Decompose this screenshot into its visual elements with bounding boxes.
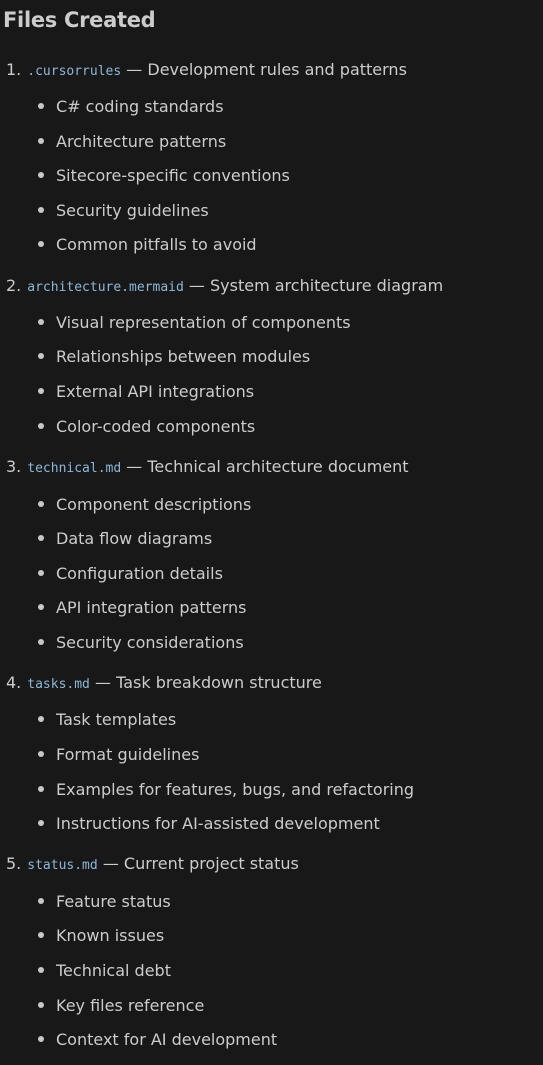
sub-list-item: Security guidelines <box>38 199 209 223</box>
bullet-icon <box>38 387 44 394</box>
sub-item-label: Format guidelines <box>56 745 200 764</box>
bullet-icon <box>38 318 44 325</box>
file-name: status.md <box>27 858 98 873</box>
item-header: 1. .cursorrules — Development rules and p… <box>6 58 407 82</box>
bullet-icon <box>38 785 44 792</box>
item-description: — System architecture diagram <box>188 276 444 295</box>
sub-item-label: Sitecore-specific conventions <box>56 166 290 185</box>
sub-item-label: Color-coded components <box>56 417 256 436</box>
bullet-icon <box>38 102 44 109</box>
sub-list-item: Known issues <box>38 924 164 948</box>
sub-item-label: Relationships between modules <box>56 347 311 366</box>
sub-item-label: Task templates <box>56 710 177 729</box>
bullet-icon <box>38 171 44 178</box>
sub-list-item: C# coding standards <box>38 95 224 119</box>
bullet-icon <box>38 966 44 973</box>
file-name: tasks.md <box>27 677 90 692</box>
sub-list-item: Feature status <box>38 890 171 914</box>
bullet-icon <box>38 500 44 507</box>
sub-item-label: Key files reference <box>56 996 205 1015</box>
sub-item-label: Context for AI development <box>56 1030 278 1049</box>
sub-list-item: Context for AI development <box>38 1028 277 1052</box>
sub-list-item: Task templates <box>38 708 176 732</box>
sub-item-label: Security guidelines <box>56 201 209 220</box>
item-number: 5. <box>6 854 22 873</box>
file-name: .cursorrules <box>27 64 122 79</box>
bullet-icon <box>38 897 44 904</box>
sub-list-item: Format guidelines <box>38 743 199 767</box>
sub-list-item: Configuration details <box>38 562 223 586</box>
bullet-icon <box>38 206 44 213</box>
sub-list-item: Color-coded components <box>38 415 255 439</box>
bullet-icon <box>38 1001 44 1008</box>
sub-item-label: Security considerations <box>56 633 244 652</box>
item-number: 2. <box>6 276 22 295</box>
sub-list-item: Examples for features, bugs, and refacto… <box>38 778 414 802</box>
sub-list-item: Relationships between modules <box>38 345 310 369</box>
sub-item-label: Known issues <box>56 926 165 945</box>
bullet-icon <box>38 638 44 645</box>
sub-item-label: Visual representation of components <box>56 313 351 332</box>
sub-list-item: Component descriptions <box>38 493 251 517</box>
sub-list-item: API integration patterns <box>38 596 247 620</box>
bullet-icon <box>38 352 44 359</box>
sub-item-label: API integration patterns <box>56 598 247 617</box>
bullet-icon <box>38 1035 44 1042</box>
bullet-icon <box>38 422 44 429</box>
sub-item-label: Configuration details <box>56 564 223 583</box>
item-number: 3. <box>6 457 22 476</box>
sub-item-label: Instructions for AI-assisted development <box>56 814 380 833</box>
bullet-icon <box>38 569 44 576</box>
bullet-icon <box>38 750 44 757</box>
item-description: — Technical architecture document <box>126 457 409 476</box>
sub-item-label: Architecture patterns <box>56 132 227 151</box>
page-title: Files Created <box>3 8 156 32</box>
sub-list-item: Architecture patterns <box>38 130 226 154</box>
bullet-icon <box>38 819 44 826</box>
bullet-icon <box>38 603 44 610</box>
bullet-icon <box>38 137 44 144</box>
sub-item-label: C# coding standards <box>56 97 224 116</box>
sub-item-label: Examples for features, bugs, and refacto… <box>56 780 415 799</box>
sub-item-label: Common pitfalls to avoid <box>56 235 257 254</box>
sub-item-label: Technical debt <box>56 961 171 980</box>
item-description: — Task breakdown structure <box>94 673 322 692</box>
sub-list-item: Technical debt <box>38 959 171 983</box>
bullet-icon <box>38 240 44 247</box>
sub-list-item: Data flow diagrams <box>38 527 212 551</box>
item-description: — Development rules and patterns <box>126 60 407 79</box>
sub-item-label: External API integrations <box>56 382 255 401</box>
item-header: 3. technical.md — Technical architecture … <box>6 455 409 479</box>
sub-list-item: Visual representation of components <box>38 311 351 335</box>
item-number: 1. <box>6 60 22 79</box>
file-name: architecture.mermaid <box>27 280 184 295</box>
sub-list-item: External API integrations <box>38 380 254 404</box>
sub-item-label: Component descriptions <box>56 495 252 514</box>
sub-list-item: Security considerations <box>38 631 244 655</box>
sub-list-item: Instructions for AI-assisted development <box>38 812 380 836</box>
sub-list-item: Common pitfalls to avoid <box>38 233 257 257</box>
sub-item-label: Data flow diagrams <box>56 529 213 548</box>
item-header: 5. status.md — Current project status <box>6 852 299 876</box>
bullet-icon <box>38 931 44 938</box>
item-header: 2. architecture.mermaid — System architec… <box>6 274 443 298</box>
sub-list-item: Sitecore-specific conventions <box>38 164 290 188</box>
bullet-icon <box>38 715 44 722</box>
file-name: technical.md <box>27 461 122 476</box>
sub-item-label: Feature status <box>56 892 171 911</box>
item-description: — Current project status <box>102 854 299 873</box>
item-header: 4. tasks.md — Task breakdown structure <box>6 671 322 695</box>
bullet-icon <box>38 534 44 541</box>
sub-list-item: Key files reference <box>38 994 204 1018</box>
item-number: 4. <box>6 673 22 692</box>
